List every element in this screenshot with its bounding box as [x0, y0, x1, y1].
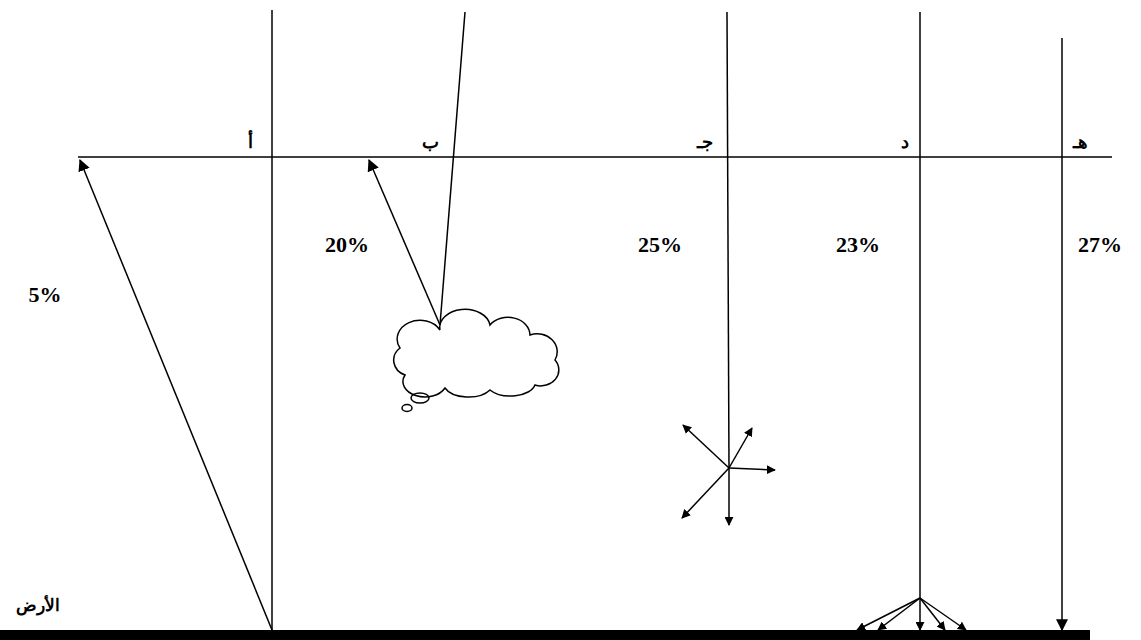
diffuse-arrow: [857, 598, 920, 630]
percentage-value: 23%: [834, 233, 882, 257]
ray-line: [440, 12, 465, 325]
point-letter: ب: [420, 133, 441, 153]
ground-label: الأرض: [14, 597, 62, 616]
point-letter: هـ: [1071, 133, 1090, 153]
atmosphere-line: [78, 156, 1112, 158]
ray-line: [271, 10, 273, 630]
ground-bar: [0, 630, 1090, 640]
direct-ray: [1061, 38, 1063, 630]
scatter-arrow: [683, 425, 729, 468]
ray-line: [727, 12, 729, 468]
point-letter: أ: [246, 133, 255, 153]
reflected-ray: [369, 160, 440, 325]
reflected-ray: [80, 160, 272, 630]
scatter-arrow: [729, 468, 775, 470]
cloud: [394, 309, 559, 397]
diffuse-arrow: [920, 598, 966, 630]
percentage-value: 25%: [636, 233, 684, 257]
diffuse-arrow: [878, 598, 920, 630]
ray-line: [919, 12, 921, 598]
percentage-value: 20%: [323, 233, 371, 257]
scatter-arrow: [682, 468, 729, 518]
point-letter: د: [899, 133, 911, 153]
scatter-arrow: [729, 428, 752, 468]
diffuse-arrow: [920, 598, 945, 630]
cloud-bubble: [411, 393, 429, 403]
point-letter: جـ: [695, 133, 715, 153]
cloud-bubble: [402, 405, 412, 412]
percentage-value: 5%: [27, 283, 64, 307]
diffuse-arrow: [919, 598, 921, 630]
scatter-arrow: [728, 468, 730, 525]
percentage-value: 27%: [1076, 233, 1124, 257]
